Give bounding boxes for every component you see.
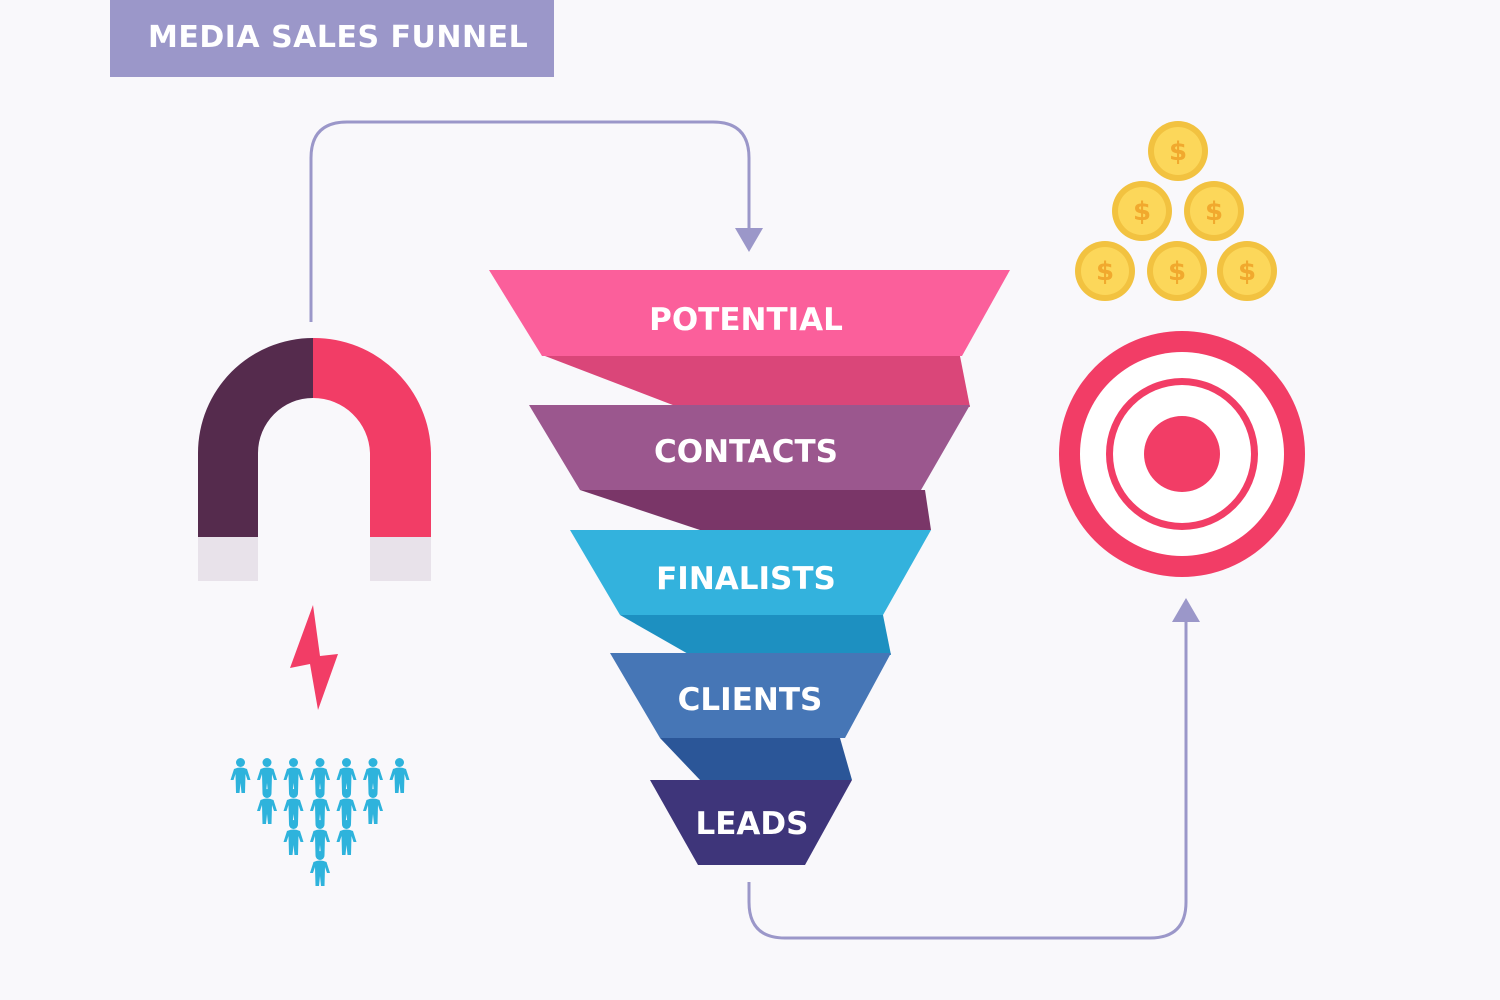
magnet-icon [198,337,431,581]
person-icon [310,789,330,824]
funnel-stage-potential: POTENTIAL [489,270,1010,356]
funnel-fold-3 [620,615,891,655]
funnel-fold-4 [660,738,852,780]
target-bullseye [1144,416,1220,492]
person-icon [310,820,330,855]
dollar-sign-icon: $ [1238,257,1256,287]
person-icon [257,758,277,793]
person-icon [310,851,330,886]
person-icon [310,758,330,793]
stage-label-finalists: FINALISTS [656,561,836,597]
coin-icon: $ [1147,241,1207,301]
magnet-tip-left [198,537,258,581]
dollar-sign-icon: $ [1205,197,1223,227]
person-icon [230,758,251,793]
funnel-stage-finalists: FINALISTS [570,530,931,615]
connector-funnel-to-target [747,618,1188,940]
coin-icon: $ [1075,241,1135,301]
person-icon [336,789,357,824]
stage-label-potential: POTENTIAL [649,302,843,338]
person-icon [363,758,383,793]
person-icon [257,789,277,824]
coin-icon: $ [1148,121,1208,181]
coin-stack-icon: $ $ $ $ $ $ [1075,121,1277,301]
funnel-stage-contacts: CONTACTS [529,405,970,490]
target-icon [1059,331,1305,577]
stage-label-contacts: CONTACTS [654,434,838,470]
diagram-title: MEDIA SALES FUNNEL [148,20,529,55]
funnel-stage-clients: CLIENTS [610,653,891,738]
coin-icon: $ [1184,181,1244,241]
arrow-down-icon [735,228,763,252]
funnel-fold-2 [580,490,931,530]
lightning-bolt-icon [290,605,338,710]
dollar-sign-icon: $ [1168,257,1186,287]
dollar-sign-icon: $ [1169,137,1187,167]
coin-icon: $ [1217,241,1277,301]
arrow-up-icon [1172,598,1200,622]
person-icon [283,789,304,824]
stage-label-clients: CLIENTS [678,682,823,718]
person-icon [336,820,357,855]
magnet-right-half [313,337,431,537]
magnet-tip-right [370,537,431,581]
stage-label-leads: LEADS [696,806,809,842]
magnet-left-half [198,338,313,537]
person-icon [389,758,410,793]
person-icon [363,789,383,824]
sales-funnel: POTENTIAL CONTACTS FINALISTS CLIENTS LEA… [489,270,1010,865]
dollar-sign-icon: $ [1133,197,1151,227]
person-icon [283,820,304,855]
funnel-stage-leads: LEADS [650,780,852,865]
person-icon [283,758,304,793]
people-pyramid-icon [230,758,410,886]
title-banner: MEDIA SALES FUNNEL [110,0,554,77]
coin-icon: $ [1112,181,1172,241]
dollar-sign-icon: $ [1096,257,1114,287]
funnel-fold-1 [545,356,970,407]
connector-magnet-to-funnel [309,120,751,322]
person-icon [336,758,357,793]
